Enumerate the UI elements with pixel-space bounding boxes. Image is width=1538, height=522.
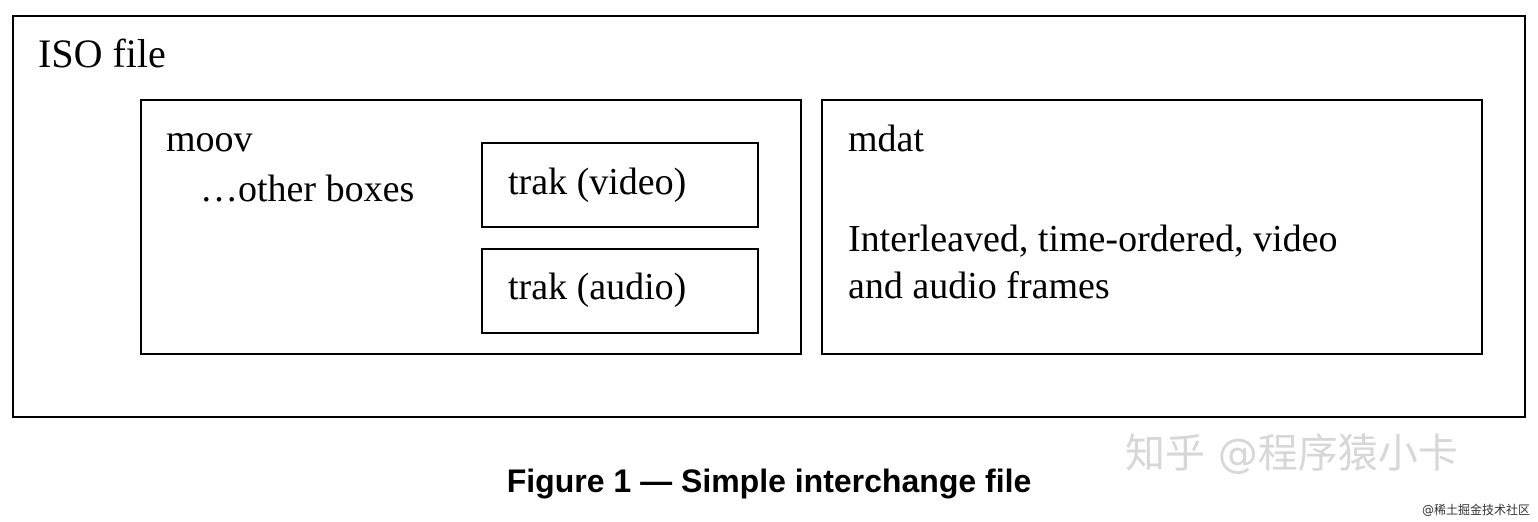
figure-caption: Figure 1 — Simple interchange file: [506, 463, 1032, 499]
moov-label: moov: [166, 118, 253, 160]
trak-video-box: [481, 142, 759, 228]
mdat-description-line-2: and audio frames: [848, 265, 1110, 307]
watermark-text: 知乎 @程序猿小卡: [1125, 431, 1458, 477]
mdat-description-line-1: Interleaved, time-ordered, video: [848, 218, 1338, 260]
trak-video-label: trak (video): [508, 161, 687, 203]
other-boxes-label: …other boxes: [200, 168, 415, 210]
iso-file-label: ISO file: [38, 31, 166, 76]
trak-audio-box: [481, 248, 759, 334]
mdat-box: [821, 99, 1483, 355]
mdat-label: mdat: [848, 118, 924, 160]
trak-audio-label: trak (audio): [508, 266, 687, 308]
corner-watermark: @稀土掘金技术社区: [1421, 503, 1530, 517]
